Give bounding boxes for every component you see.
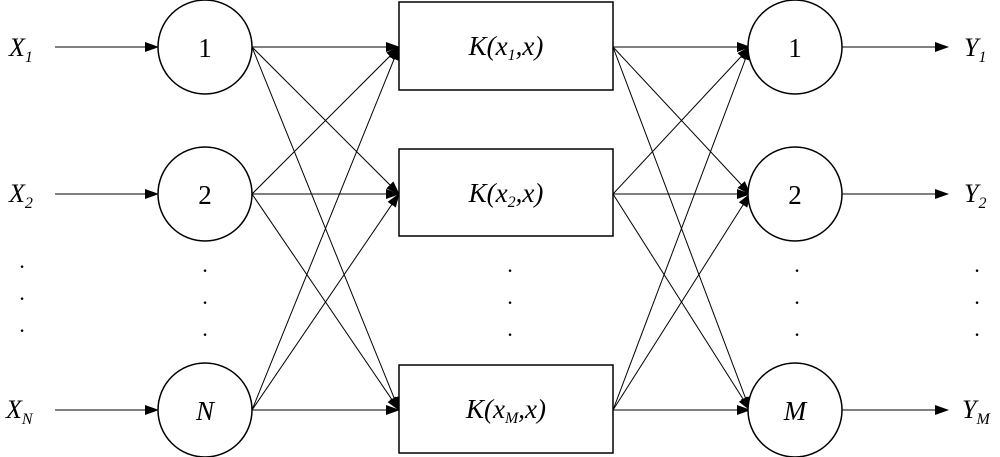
output-node-1-label: 1: [788, 33, 802, 63]
kernel-box-m-label: K(xM,x): [465, 394, 546, 427]
output-node-m-label: M: [783, 396, 808, 426]
kernel-layer: K(x1,x) K(x2,x) K(xM,x): [398, 1, 614, 454]
output-node-1: [747, 0, 843, 95]
ellipsis-outputs-3: ·: [973, 322, 980, 347]
output-label-m: YM: [962, 395, 991, 428]
ellipsis-inputs-2: ·: [18, 286, 25, 311]
input-node-2-label: 2: [198, 180, 212, 210]
kernel-box-1-label: K(x1,x): [468, 31, 544, 64]
edge-input3-kernel2: [251, 193, 400, 411]
ellipsis-output-nodes-3: ·: [793, 322, 800, 347]
output-label-2: Y2: [964, 179, 986, 212]
input-labels: X1 X2 XN: [5, 33, 34, 428]
connections: [55, 42, 949, 415]
kernel-box-m: [398, 364, 614, 454]
ellipsis-outputs-1: ·: [973, 258, 980, 283]
edge-input3-kernel1: [251, 46, 400, 411]
input-node-2: [157, 146, 253, 242]
ellipsis-input-nodes-3: ·: [201, 322, 208, 347]
ellipsis-kernels-1: ·: [506, 258, 513, 283]
input-node-n: [157, 362, 253, 457]
ellipsis-output-nodes-1: ·: [793, 258, 800, 283]
input-node-1: [157, 0, 253, 95]
edge-kernel3-output1: [612, 46, 751, 411]
ellipsis-kernels-2: ·: [506, 290, 513, 315]
output-node-m: [747, 362, 843, 457]
input-layer: 1 2 N: [157, 0, 253, 457]
input-node-n-label: N: [195, 396, 216, 426]
input-node-1-label: 1: [198, 33, 212, 63]
input-label-n: XN: [5, 395, 34, 428]
kernel-box-1: [398, 1, 614, 91]
ellipsis-inputs-3: ·: [18, 318, 25, 343]
output-layer: 1 2 M: [747, 0, 843, 457]
kernel-box-2: [398, 148, 614, 237]
output-node-2-label: 2: [788, 180, 802, 210]
output-node-2: [747, 146, 843, 242]
ellipsis-input-nodes-2: ·: [201, 290, 208, 315]
kernel-box-2-label: K(x2,x): [468, 178, 544, 211]
input-label-2: X2: [8, 179, 33, 212]
ellipsis-input-nodes-1: ·: [201, 258, 208, 283]
edge-kernel2-output1: [612, 46, 751, 195]
output-label-1: Y1: [964, 33, 986, 66]
input-label-1: X1: [8, 33, 33, 66]
ellipsis-marks: · · · · · · · · · · · · · · ·: [18, 254, 980, 347]
ellipsis-inputs-1: ·: [18, 254, 25, 279]
edge-input2-kernel1: [251, 46, 400, 195]
edge-kernel3-output2: [612, 193, 751, 411]
output-labels: Y1 Y2 YM: [962, 33, 991, 428]
ellipsis-outputs-2: ·: [973, 290, 980, 315]
ellipsis-kernels-3: ·: [506, 322, 513, 347]
ellipsis-output-nodes-2: ·: [793, 290, 800, 315]
